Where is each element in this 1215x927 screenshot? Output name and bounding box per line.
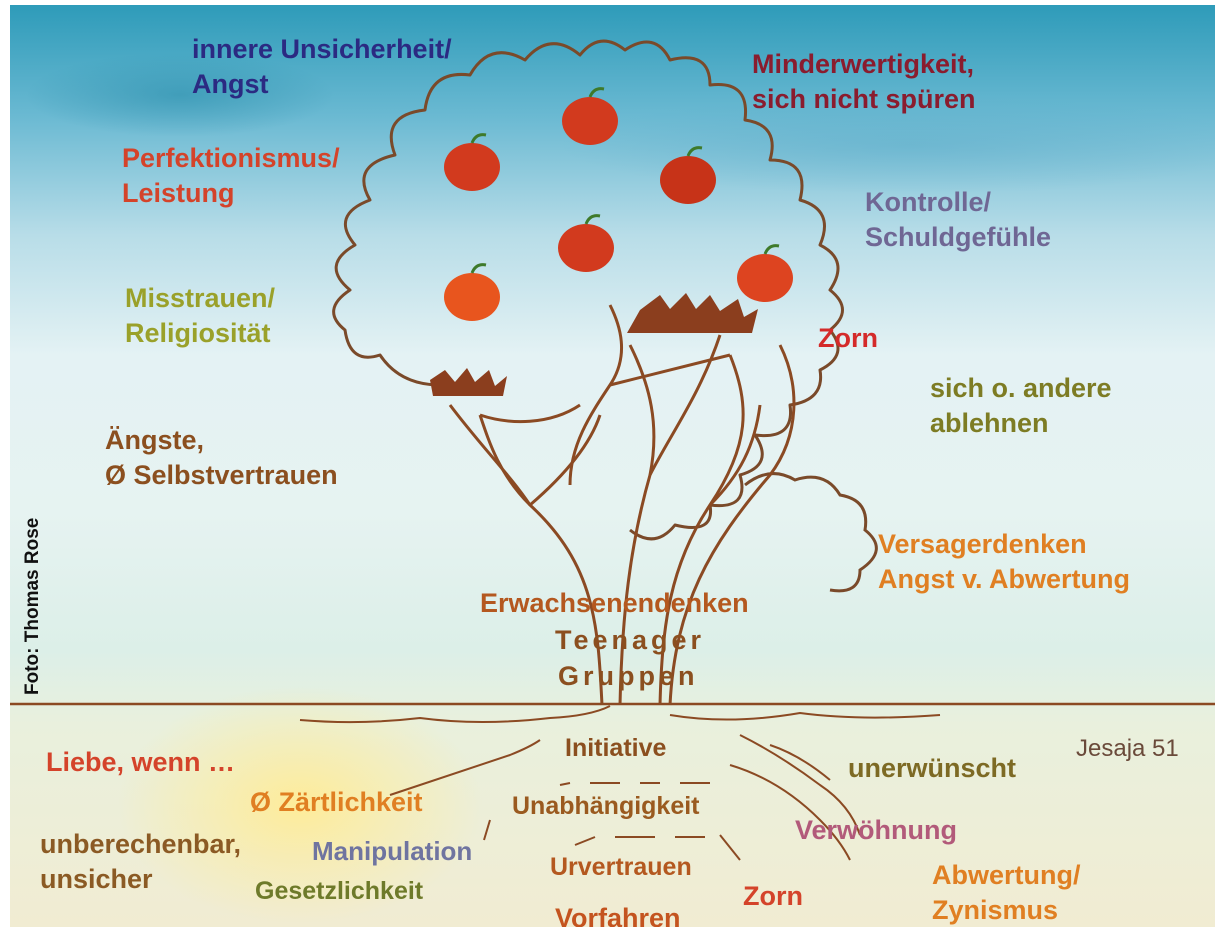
apple-icon (562, 89, 618, 145)
apple-icon (558, 216, 614, 272)
apple-icon (444, 135, 500, 191)
label-zorn-top: Zorn (818, 321, 878, 356)
label-abwertung: Abwertung/ Zynismus (932, 858, 1081, 927)
label-versagerdenken: Versagerdenken Angst v. Abwertung (878, 527, 1130, 597)
label-kontrolle: Kontrolle/ Schuldgefühle (865, 185, 1051, 255)
label-initiative: Initiative (565, 731, 666, 766)
label-unabhaengigkeit: Unabhängigkeit (512, 789, 700, 824)
label-vorfahren: Vorfahren (555, 901, 681, 927)
label-verwoehnung: Verwöhnung (795, 813, 957, 848)
label-manipulation: Manipulation (312, 834, 472, 869)
label-gesetzlichkeit: Gesetzlichkeit (255, 874, 423, 909)
diagram-canvas: innere Unsicherheit/ Angst Minderwertigk… (10, 5, 1215, 927)
label-urvertrauen: Urvertrauen (550, 850, 692, 885)
label-unberechenbar: unberechenbar, unsicher (40, 827, 241, 897)
apple-icon (660, 148, 716, 204)
label-perfektionismus: Perfektionismus/ Leistung (122, 141, 340, 211)
label-gruppen: Gruppen (558, 659, 699, 694)
apples (444, 89, 793, 321)
label-unerwuenscht: unerwünscht (848, 751, 1016, 786)
label-teenager: Teenager (555, 623, 705, 658)
label-ablehnen: sich o. andere ablehnen (930, 371, 1112, 441)
label-minderwertigkeit: Minderwertigkeit, sich nicht spüren (752, 47, 976, 117)
apple-icon (737, 246, 793, 302)
label-erwachsenendenken: Erwachsenendenken (480, 586, 749, 621)
photo-credit: Foto: Thomas Rose (22, 518, 44, 695)
tree-crown-right (745, 474, 876, 591)
apple-icon (444, 265, 500, 321)
label-misstrauen: Misstrauen/ Religiosität (125, 281, 275, 351)
label-innere-unsicherheit: innere Unsicherheit/ Angst (192, 32, 452, 102)
label-liebe-wenn: Liebe, wenn … (46, 745, 235, 780)
label-zorn-bottom: Zorn (743, 879, 803, 914)
label-jesaja: Jesaja 51 (1076, 731, 1179, 766)
label-aengste: Ängste, Ø Selbstvertrauen (105, 423, 338, 493)
label-zaertlichkeit: Ø Zärtlichkeit (250, 785, 423, 820)
